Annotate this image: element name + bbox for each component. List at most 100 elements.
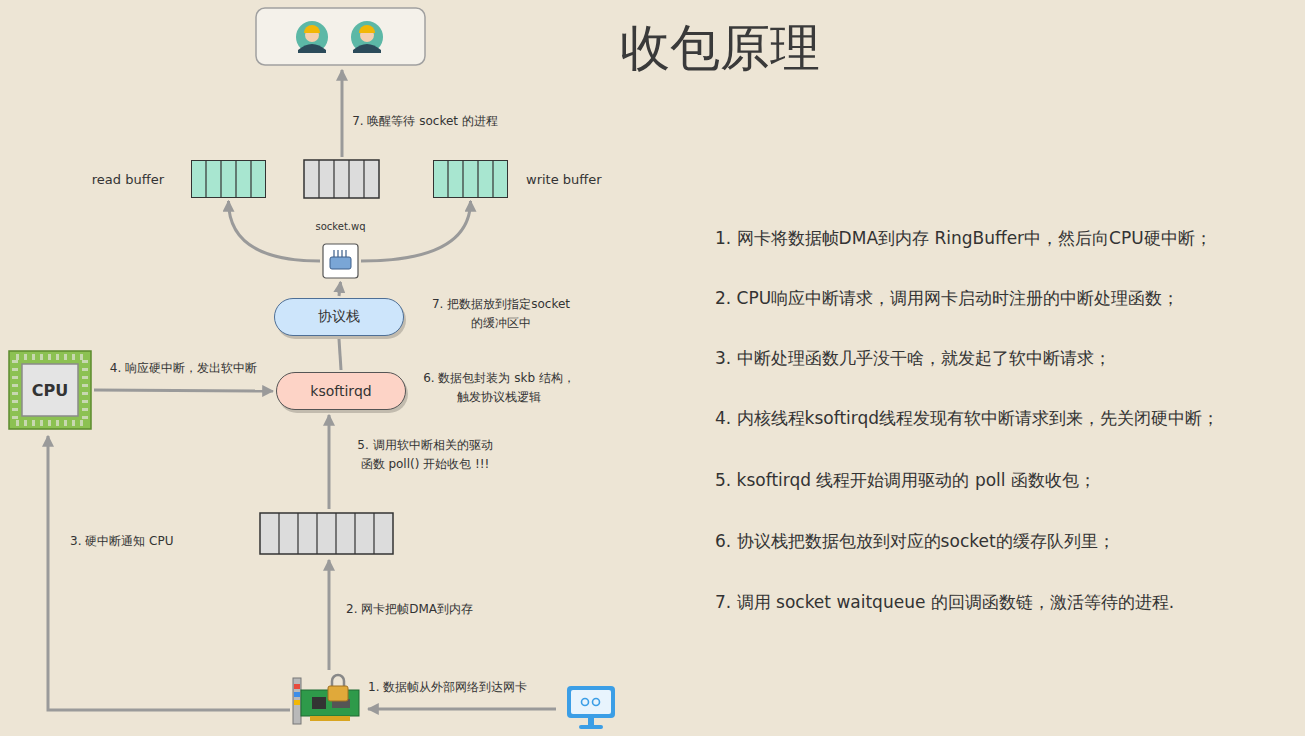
icon-label: socket.wq	[315, 221, 365, 232]
box-label: ksoftirqd	[310, 383, 371, 399]
irq-wire	[48, 436, 290, 710]
nic-card	[293, 675, 359, 724]
annotation: 7. 唤醒等待 socket 的进程	[352, 114, 498, 128]
label-holder: 1. 网卡将数据帧DMA到内存 RingBuffer中，然后向CPU硬中断；	[715, 227, 1212, 249]
cpu-pin	[82, 400, 88, 403]
cpu-pin	[12, 408, 18, 411]
annotation: 3. 硬中断通知 CPU	[70, 534, 173, 548]
buffer-cell-divider	[235, 160, 236, 198]
cpu-board	[9, 351, 91, 429]
annotation: 6. 数据包封装为 skb 结构，触发协议栈逻辑	[423, 371, 575, 404]
dma-arrow	[328, 560, 331, 670]
buffer-cells	[191, 160, 266, 198]
buffer-cell-divider	[477, 160, 478, 198]
cpu-pin	[12, 360, 18, 363]
cpu-pin	[82, 408, 88, 411]
label-holder: 6. 数据包封装为 skb 结构，触发协议栈逻辑	[418, 367, 580, 405]
buffer-cell-divider	[447, 160, 448, 198]
cpu-pin	[82, 368, 88, 371]
connector	[361, 201, 471, 261]
cpu-pin	[80, 420, 83, 426]
annotation: 1. 数据帧从外部网络到达网卡	[368, 680, 527, 694]
protocol-stack-box: 协议栈	[274, 298, 404, 336]
cpu-pin	[12, 368, 18, 371]
cpu-pin	[48, 354, 51, 360]
step-text: 5. ksoftirqd 线程开始调用驱动的 poll 函数收包；	[715, 470, 1096, 490]
socket-icon-antenna	[334, 250, 346, 257]
step-text: 3. 中断处理函数几乎没干啥，就发起了软中断请求；	[715, 348, 1111, 368]
cpu-pin	[32, 354, 35, 360]
buffer-cell-divider	[205, 160, 206, 198]
label-holder: 3. 中断处理函数几乎没干啥，就发起了软中断请求；	[715, 347, 1111, 369]
cpu-pin	[72, 354, 75, 360]
buffer-heading-holder: write buffer	[526, 169, 602, 188]
buffer-heading-holder: read buffer	[92, 169, 164, 188]
buffer-cells	[433, 160, 508, 198]
wake-arrow	[341, 70, 344, 157]
label-holder: 2. CPU响应中断请求，调用网卡启动时注册的中断处理函数；	[715, 287, 1179, 309]
worker-icon	[296, 21, 328, 53]
label-holder: 4. 内核线程ksoftirqd线程发现有软中断请求到来，先关闭硬中断；	[715, 407, 1219, 429]
buffer-label: read buffer	[92, 172, 164, 187]
process-box	[256, 8, 425, 65]
buffer-cell-divider	[492, 160, 493, 198]
cpu-pin	[82, 384, 88, 387]
title-holder: 收包原理	[500, 12, 940, 84]
step-text: 2. CPU响应中断请求，调用网卡启动时注册的中断处理函数；	[715, 288, 1179, 308]
annotation: 5. 调用软中断相关的驱动 函数 poll() 开始收包 !!!	[357, 438, 492, 471]
cpu-pin	[80, 354, 83, 360]
cpu-pin	[56, 354, 59, 360]
socket-icon-frame	[323, 244, 358, 278]
cpu-pin	[12, 376, 18, 379]
label-holder: 1. 数据帧从外部网络到达网卡	[368, 676, 553, 695]
step-text: 7. 调用 socket waitqueue 的回调函数链，激活等待的进程.	[715, 592, 1174, 612]
poll-arrow	[328, 415, 331, 509]
label-holder: 5. ksoftirqd 线程开始调用驱动的 poll 函数收包；	[715, 469, 1096, 491]
cpu-pin	[82, 376, 88, 379]
cpu-pin	[16, 420, 19, 426]
cpu-chip: CPU	[8, 350, 92, 430]
buffer-cell-divider	[250, 160, 251, 198]
diagram-title: 收包原理	[620, 12, 820, 84]
label-holder: 6. 协议栈把数据包放到对应的socket的缓存队列里；	[715, 530, 1115, 552]
label-holder: 7. 把数据放到指定socket 的缓冲区中	[425, 293, 577, 331]
cpu-pin	[64, 420, 67, 426]
wait-queue-buffer	[304, 160, 379, 198]
connector	[339, 339, 341, 370]
network-arrow	[368, 708, 556, 711]
label-holder: 5. 调用软中断相关的驱动 函数 poll() 开始收包 !!!	[352, 434, 498, 472]
cpu-pin	[82, 360, 88, 363]
step-text: 6. 协议栈把数据包放到对应的socket的缓存队列里；	[715, 531, 1115, 551]
edge-label: 4. 响应硬中断，发出软中断	[110, 361, 257, 375]
buffer-cell-divider	[220, 160, 221, 198]
cpu-pin	[12, 416, 18, 419]
cpu-pin	[82, 392, 88, 395]
cpu-die	[22, 364, 78, 416]
cpu-pin	[40, 354, 43, 360]
step-text: 1. 网卡将数据帧DMA到内存 RingBuffer中，然后向CPU硬中断；	[715, 228, 1212, 248]
ring-buffer	[260, 513, 393, 554]
connector	[229, 201, 321, 261]
cpu-label: CPU	[32, 381, 68, 400]
cpu-pin	[16, 354, 19, 360]
socket-icon	[322, 243, 359, 279]
cpu-pin	[24, 420, 27, 426]
socket-icon-body	[330, 257, 351, 269]
socket-wq-icon: socket.wq	[322, 243, 359, 279]
cpu-pin	[24, 354, 27, 360]
ksoftirqd-box: ksoftirqd	[276, 372, 406, 410]
worker-icon	[351, 21, 383, 53]
buffer-label: write buffer	[526, 172, 602, 187]
box-label: 协议栈	[318, 308, 360, 326]
connector	[339, 282, 341, 296]
connector	[94, 390, 273, 391]
label-holder: 7. 调用 socket waitqueue 的回调函数链，激活等待的进程.	[715, 591, 1174, 613]
cpu-pin	[12, 392, 18, 395]
cpu-pin	[48, 420, 51, 426]
cpu-pin	[32, 420, 35, 426]
read-buffer: read buffer	[191, 160, 266, 198]
cpu-pin	[12, 384, 18, 387]
annotation: 7. 把数据放到指定socket 的缓冲区中	[432, 297, 570, 330]
cpu-pin	[12, 400, 18, 403]
